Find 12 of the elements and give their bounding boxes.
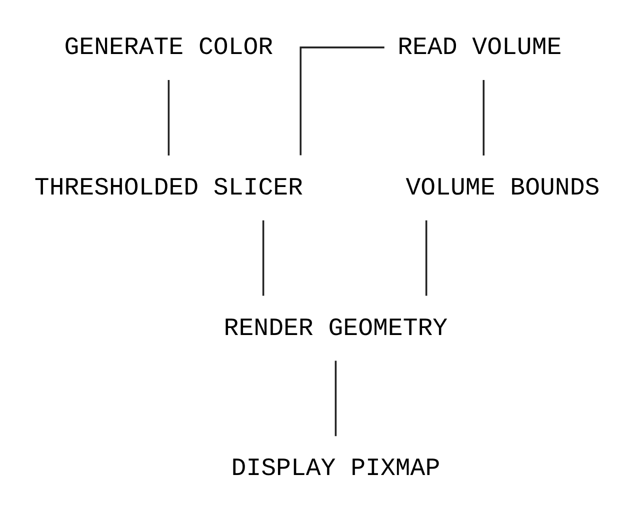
node-text: THRESHOLDED SLICER [34,174,303,202]
connector [482,80,485,156]
node-text: VOLUME BOUNDS [406,174,600,202]
node-text: READ VOLUME [398,34,562,62]
connector [168,80,170,156]
connector [262,220,264,296]
connector [334,360,337,436]
node-text: RENDER GEOMETRY [224,314,448,343]
connector [425,220,428,296]
node-text: GENERATE COLOR [64,34,274,62]
connector [300,46,384,156]
node-text: DISPLAY PIXMAP [231,455,440,484]
